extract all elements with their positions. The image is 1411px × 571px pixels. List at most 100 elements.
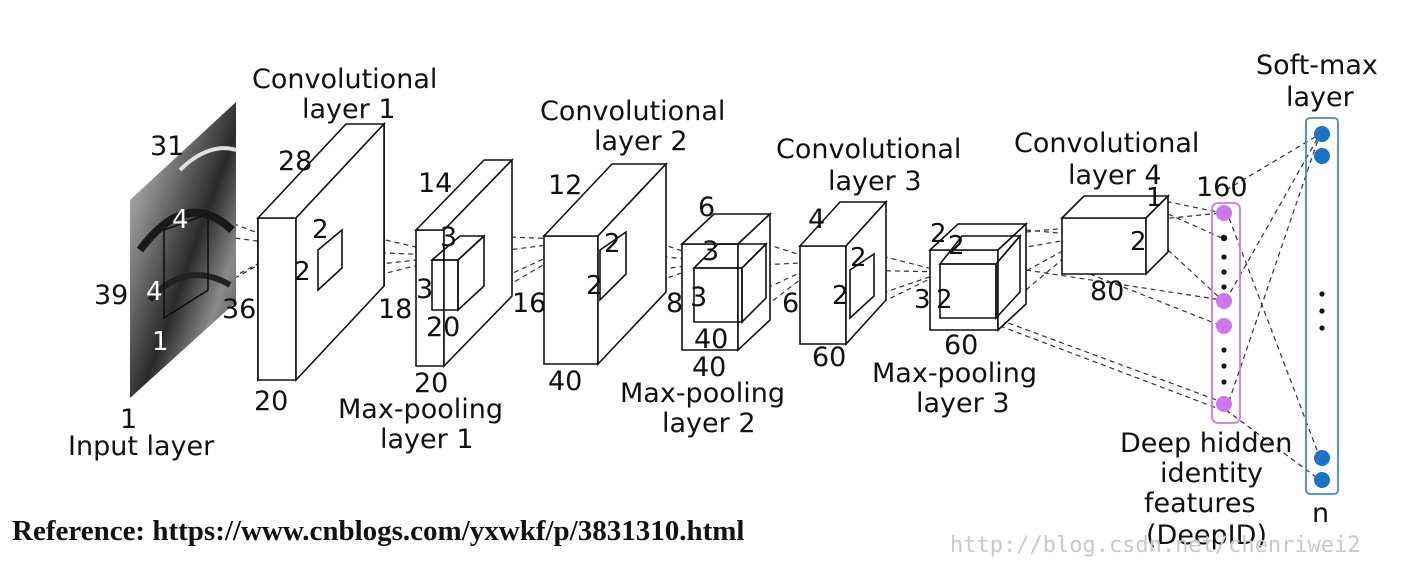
- softmax-node-dot: [1319, 291, 1325, 297]
- pool1-kernel-side: [457, 234, 485, 312]
- conv3-height-label: 6: [782, 288, 799, 319]
- conv1-title-line1: Convolutional: [252, 64, 437, 95]
- conv-layer-3: Convolutional layer 3 4 6 60 2 2: [776, 134, 961, 373]
- softmax-title-line2: layer: [1286, 82, 1355, 113]
- conv4-depth-label: 80: [1090, 276, 1124, 307]
- softmax-title-line1: Soft-max: [1256, 50, 1378, 81]
- deepid-node-dot: [1221, 363, 1227, 369]
- softmax-node: [1314, 472, 1330, 488]
- input-kernel: [163, 212, 209, 320]
- conv1-front: [257, 217, 297, 381]
- pool3-width-label: 2: [930, 219, 947, 249]
- watermark-text: http://blog.csdn.net/chenriwei2: [950, 533, 1361, 558]
- deepid-layer: 160 Deep hidden identity features (DeepI…: [1120, 172, 1292, 551]
- pool3-title-line2: layer 3: [916, 388, 1010, 419]
- conv3-kernel: [849, 252, 875, 320]
- deepid-title-line3: features: [1144, 488, 1256, 519]
- pool3-kernel-w-label: 2: [948, 231, 965, 261]
- conv1-kernel-h-label: 2: [294, 257, 311, 287]
- conv2-title-line2: layer 2: [594, 126, 688, 157]
- pool2-height-label: 8: [666, 288, 683, 319]
- softmax-node-dot: [1319, 308, 1325, 314]
- pool2-title-line1: Max-pooling: [620, 378, 785, 409]
- softmax-size-label: n: [1312, 498, 1329, 529]
- softmax-node: [1314, 148, 1330, 164]
- deepid-size-label: 160: [1196, 172, 1248, 203]
- deepid-node-dot: [1221, 284, 1227, 290]
- conv4-height-label: 2: [1130, 227, 1147, 257]
- face-image: [130, 102, 236, 398]
- deepid-node: [1216, 396, 1232, 412]
- softmax-node: [1314, 450, 1330, 466]
- pool3-kernel-h-label: 2: [936, 285, 953, 315]
- deepid-title-line1: Deep hidden: [1120, 428, 1292, 459]
- conv2-side: [597, 161, 667, 367]
- deepid-node: [1216, 205, 1232, 221]
- deepid-node: [1216, 318, 1232, 334]
- conv2-title-line1: Convolutional: [540, 96, 725, 127]
- conv1-kernel: [317, 228, 343, 292]
- input-kernel-h-label: 4: [146, 277, 163, 307]
- conv4-side: [1145, 194, 1169, 276]
- conv-layer-2: Convolutional layer 2 12 16 40 2 2: [512, 96, 725, 397]
- softmax-node-dot: [1319, 325, 1325, 331]
- pool-layer-2: 6 8 40 3 3 40 Max-pooling layer 2: [620, 192, 785, 439]
- pool2-width-label: 6: [698, 192, 715, 223]
- conv3-width-label: 4: [808, 204, 825, 235]
- pool2-title-line2: layer 2: [662, 408, 756, 439]
- deepid-node-dot: [1221, 347, 1227, 353]
- conv1-side: [295, 121, 385, 383]
- pool1-title-line2: layer 1: [380, 424, 474, 455]
- conv1-depth-label: 20: [254, 386, 288, 417]
- input-layer-title: Input layer: [68, 431, 215, 462]
- reference-text: Reference: https://www.cnblogs.com/yxwkf…: [12, 515, 744, 547]
- deepid-node: [1220, 234, 1228, 242]
- input-width-label: 31: [150, 131, 184, 162]
- pool1-kernel-w-label: 3: [440, 222, 457, 253]
- softmax-node: [1314, 126, 1330, 142]
- deepid-node-dot: [1221, 254, 1227, 260]
- conv1-height-label: 36: [222, 294, 256, 325]
- pool1-kernel-d-label: 20: [426, 312, 460, 343]
- conv2-height-label: 16: [512, 288, 546, 319]
- conv2-kernel-w-label: 2: [604, 229, 621, 259]
- pool-layer-1: 14 18 20 3 3 20 Max-pooling layer 1: [338, 158, 514, 455]
- pool3-depth-label: 60: [944, 330, 978, 361]
- input-layer: 31 39 1 4 4 1 Input layer: [68, 102, 237, 462]
- pool2-kernel-d-label: 40: [694, 324, 728, 355]
- conv4-title-line2: layer 4: [1068, 160, 1162, 191]
- input-kernel-d-label: 1: [152, 327, 169, 357]
- pool1-height-label: 18: [378, 294, 412, 325]
- deepid-node-dot: [1221, 269, 1227, 275]
- softmax-container: [1305, 117, 1339, 495]
- conv1-width-label: 28: [278, 146, 312, 177]
- pool-layer-3: 2 2 3 2 60 Max-pooling layer 3: [872, 219, 1037, 419]
- softmax-layer: Soft-max layer n: [1256, 50, 1378, 529]
- pool3-height-label: 3: [914, 285, 931, 315]
- conv-layer-4: Convolutional layer 4 1 2 80: [1014, 128, 1199, 307]
- pool3-kernel-side: [995, 233, 1021, 321]
- pool2-kernel-side: [741, 242, 767, 324]
- input-kernel-w-label: 4: [172, 205, 189, 235]
- deepid-node: [1216, 293, 1232, 309]
- input-height-label: 39: [94, 280, 128, 311]
- conv4-width-label: 1: [1146, 183, 1163, 213]
- pool3-side: [997, 222, 1027, 332]
- conv2-width-label: 12: [548, 170, 582, 201]
- pool1-side: [443, 158, 513, 368]
- pool2-kernel-h-label: 3: [690, 282, 707, 313]
- deepid-title-line4: (DeepID): [1146, 520, 1267, 551]
- pool2-kernel-w-label: 3: [702, 236, 719, 267]
- deepid-container: [1211, 202, 1241, 424]
- conv2-depth-label: 40: [548, 366, 582, 397]
- pool3-title-line1: Max-pooling: [872, 358, 1037, 389]
- conv3-side: [845, 199, 887, 347]
- input-depth-label: 1: [120, 404, 137, 435]
- conv1-kernel-w-label: 2: [312, 215, 329, 245]
- conv3-kernel-w-label: 2: [850, 243, 867, 273]
- conv-layer-1: Convolutional layer 1 28 36 20 2 2: [222, 64, 437, 417]
- deepid-node-dot: [1221, 379, 1227, 385]
- conv4-title-line1: Convolutional: [1014, 128, 1199, 159]
- conv2-kernel: [599, 230, 627, 302]
